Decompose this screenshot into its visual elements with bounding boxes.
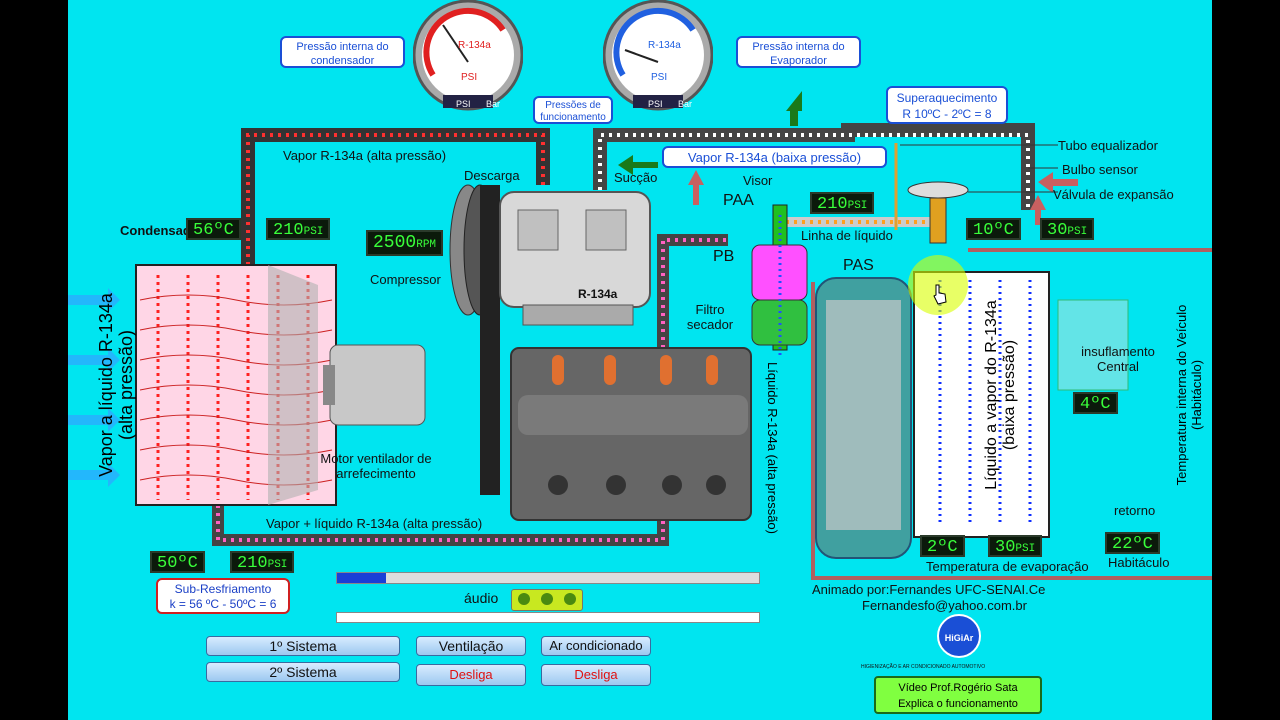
high-pressure-gauge: R-134a PSI — [413, 0, 523, 111]
evaporator-body — [913, 271, 1050, 538]
psi-unit: PSI — [303, 226, 324, 238]
evaporator-vertical-label: Líquido a vapor do R-134a (baixa pressão… — [983, 300, 1018, 490]
pb-label: PB — [713, 248, 735, 265]
audio-progress-bar[interactable] — [336, 612, 760, 623]
video-line2: Explica o funcionamento — [898, 698, 1018, 710]
liquid-line-pressure-readout: 210PSI — [810, 192, 875, 214]
gauge-low-bar-button[interactable]: Bar — [678, 99, 693, 109]
gauge-unit: PSI — [461, 72, 477, 83]
credit-email: Fernandesfo@yahoo.com.br — [862, 598, 1027, 613]
condenser-vertical-label: Vapor a líquido R-134a (alta pressão) — [96, 293, 136, 477]
liquid-flow-low — [216, 238, 728, 542]
fan-motor-label: Motor ventilador de arrefecimento — [320, 451, 432, 481]
audio-label: áudio — [464, 590, 499, 606]
superheat-title: Superaquecimento — [896, 91, 998, 105]
rpm-unit: RPM — [416, 239, 437, 251]
psi-unit: PSI — [267, 559, 288, 571]
equalizer-tube-label: Tubo equalizador — [1058, 138, 1158, 153]
supply-central-label: insuflamento Central — [1081, 344, 1155, 374]
supply-temp-readout: 4ºC — [1073, 392, 1118, 414]
paa-label: PAA — [723, 192, 754, 209]
vapor-liquid-high-label: Vapor + líquido R-134a (alta pressão) — [266, 516, 483, 531]
subcool-pressure-readout: 210PSI — [230, 551, 295, 573]
evap-temp-label: Temperatura de evaporação — [926, 559, 1089, 574]
liquid-line-pressure-value: 210 — [817, 195, 848, 214]
gauge-high-bar-button[interactable]: Bar — [486, 99, 501, 109]
svg-text:R-134a: R-134a — [648, 40, 681, 51]
audio-pause-icon[interactable] — [541, 593, 553, 605]
ventilation-off-button[interactable]: Desliga — [416, 664, 526, 686]
rpm-value: 2500 — [373, 233, 417, 253]
higiar-logo: HiGiAr — [937, 614, 981, 658]
cabin-label: Habitáculo — [1108, 555, 1170, 570]
system1-button[interactable]: 1º Sistema — [206, 636, 400, 656]
higiar-logo-caption: HIGIENIZAÇÃO E AR CONDICIONADO AUTOMOTIV… — [861, 664, 986, 670]
pas-label: PAS — [843, 257, 874, 274]
filter-dryer-label: Filtro secador — [686, 302, 734, 332]
system2-button[interactable]: 2º Sistema — [206, 662, 400, 682]
psi-unit: PSI — [1015, 543, 1036, 555]
compressor-label: Compressor — [370, 272, 441, 287]
gauge-name: R-134a — [458, 40, 491, 51]
system-diagram — [68, 91, 1212, 580]
low-pressure-gauge: R-134a PSI — [603, 0, 713, 111]
audio-stop-icon[interactable] — [564, 593, 576, 605]
subcooling-formula: k = 56 ºC - 50ºC = 6 — [169, 597, 277, 611]
vapor-high-label: Vapor R-134a (alta pressão) — [283, 148, 447, 163]
subcool-pressure-value: 210 — [237, 554, 268, 573]
credit-author: Animado por:Fernandes UFC-SENAI.Ce — [812, 582, 1046, 597]
low-pressure-value: 30 — [1047, 221, 1068, 240]
vapor-low-label: Vapor R-134a (baixa pressão) — [662, 146, 887, 168]
video-link-button[interactable]: Vídeo Prof.Rogério Sata Explica o funcio… — [874, 676, 1042, 714]
suction-pipe — [593, 123, 1035, 210]
evap-pressure-value: 30 — [995, 538, 1016, 557]
sensor-bulb-label: Bulbo sensor — [1062, 162, 1138, 177]
cursor-hand-icon — [933, 284, 947, 305]
audio-controls — [511, 589, 583, 611]
evap-pressure-readout: 30PSI — [988, 535, 1043, 557]
superheat-info: Superaquecimento R 10ºC - 2ºC = 8 — [886, 86, 1008, 124]
subcool-temp-readout: 50ºC — [150, 551, 205, 573]
condenser-pressure-value: 210 — [273, 221, 304, 240]
condenser-pressure-readout: 210PSI — [266, 218, 331, 240]
psi-unit: PSI — [847, 200, 868, 212]
suction-flow — [598, 133, 1030, 210]
discharge-label: Descarga — [464, 168, 520, 183]
rpm-readout: 2500RPM — [366, 230, 444, 256]
gauge-high-psi-button[interactable]: PSI — [456, 99, 471, 109]
compressor-refrigerant-tag: R-134a — [578, 287, 618, 301]
video-line1: Vídeo Prof.Rogério Sata — [898, 682, 1018, 694]
cabin-temp-readout: 22ºC — [1105, 532, 1160, 554]
animation-stage: R-134a PSI R-134a PSI PSI Bar PSI Bar Pr… — [68, 0, 1212, 720]
ventilation-button[interactable]: Ventilação — [416, 636, 526, 656]
condenser-temp-readout: 56ºC — [186, 218, 241, 240]
evaporator-pressure-info: Pressão interna do Evaporador — [736, 36, 861, 68]
liquid-line-label: Linha de líquido — [801, 228, 893, 243]
operating-pressures-info: Pressões de funcionamento — [533, 96, 613, 124]
condenser-label: Condensador — [120, 223, 186, 238]
return-label: retorno — [1114, 503, 1156, 518]
progress-fill — [337, 573, 387, 583]
subcooling-title: Sub-Resfriamento — [174, 582, 272, 596]
superheat-formula: R 10ºC - 2ºC = 8 — [902, 107, 992, 121]
audio-play-icon[interactable] — [518, 593, 530, 605]
suction-label: Sucção — [614, 170, 658, 185]
condenser-pressure-info: Pressão interna do condensador — [280, 36, 405, 68]
ac-off-button[interactable]: Desliga — [541, 664, 651, 686]
evap-temp-readout: 2ºC — [920, 535, 965, 557]
gauge-low-psi-button[interactable]: PSI — [648, 99, 663, 109]
animation-progress-bar[interactable] — [336, 572, 760, 584]
svg-text:PSI: PSI — [651, 72, 667, 83]
cabin-temp-vertical-label: Temperatura interna do Veículo (Habitácu… — [1174, 304, 1204, 486]
ac-button[interactable]: Ar condicionado — [541, 636, 651, 656]
psi-unit: PSI — [1067, 226, 1088, 238]
subcooling-info: Sub-Resfriamento k = 56 ºC - 50ºC = 6 — [156, 578, 290, 614]
valve-temp-readout: 10ºC — [966, 218, 1021, 240]
sight-glass-label: Visor — [743, 173, 773, 188]
expansion-valve-label: Válvula de expansão — [1053, 187, 1174, 202]
discharge-flow — [246, 133, 545, 265]
liquid-high-vertical-label: Líquido R-134a (alta pressão) — [765, 362, 780, 534]
low-pressure-readout: 30PSI — [1040, 218, 1095, 240]
